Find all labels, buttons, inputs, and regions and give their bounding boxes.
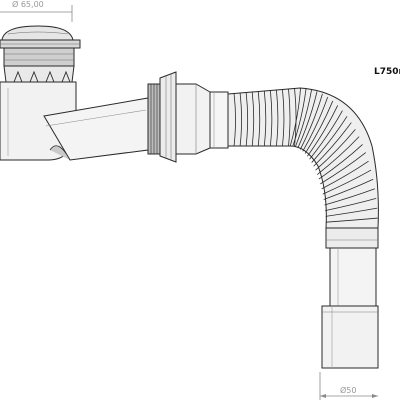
hose-ring <box>323 178 374 200</box>
hose-ring <box>317 136 360 175</box>
hose-ring <box>302 96 329 152</box>
hose-ring <box>318 144 363 180</box>
bottom-diameter-label: Ø50 <box>340 385 356 395</box>
waste-plug <box>0 25 81 161</box>
hose-ring <box>282 89 285 147</box>
top-diameter-label: Ø 65,00 <box>12 0 44 9</box>
hose-ring <box>289 87 301 147</box>
length-label: L750mm <box>374 67 400 77</box>
hose-ring <box>325 207 378 217</box>
adapter-body <box>175 83 211 155</box>
corrugated-hose <box>227 87 379 229</box>
hose-ring <box>263 90 267 147</box>
hose-ring <box>313 122 352 167</box>
hose-body <box>227 87 379 229</box>
adapter-sleeve <box>209 91 229 149</box>
adapter-collar <box>175 83 229 155</box>
lower-pipe-outlet <box>321 305 379 369</box>
hose-ring <box>239 92 243 147</box>
hose-ring <box>309 110 343 160</box>
nut-body <box>159 71 177 163</box>
hose-ring <box>325 217 378 223</box>
hose-ring <box>288 88 291 147</box>
hose-ring <box>322 169 372 195</box>
hose-ring <box>269 90 273 147</box>
hose-ring <box>304 100 334 154</box>
lower-pipe <box>321 227 379 369</box>
hose-ring <box>324 188 376 206</box>
plug-nut <box>3 47 75 67</box>
hose-ring <box>276 89 279 147</box>
hose-ring <box>315 129 356 171</box>
hose-ring <box>245 92 249 147</box>
lower-pipe-body <box>329 247 377 307</box>
bottom-dimension: Ø50 <box>319 372 378 400</box>
hose-ring <box>257 91 261 147</box>
hose-ring <box>233 93 236 147</box>
hose-ring <box>325 197 377 212</box>
hose-rings <box>233 87 378 223</box>
plug-cap <box>1 25 74 41</box>
hose-ring <box>299 93 323 150</box>
hose-ring <box>294 88 297 147</box>
hose-ring <box>297 91 318 149</box>
hose-ring <box>307 105 339 157</box>
hose-ring <box>321 160 369 190</box>
hose-ring <box>292 88 307 147</box>
connector-nut <box>147 71 177 163</box>
hose-ring <box>320 152 366 185</box>
lower-pipe-collar <box>325 227 379 249</box>
hose-ring <box>294 89 312 148</box>
hose-ring <box>251 91 255 147</box>
hose-ring <box>311 116 348 163</box>
top-dimension: Ø 65,00 <box>0 0 73 22</box>
